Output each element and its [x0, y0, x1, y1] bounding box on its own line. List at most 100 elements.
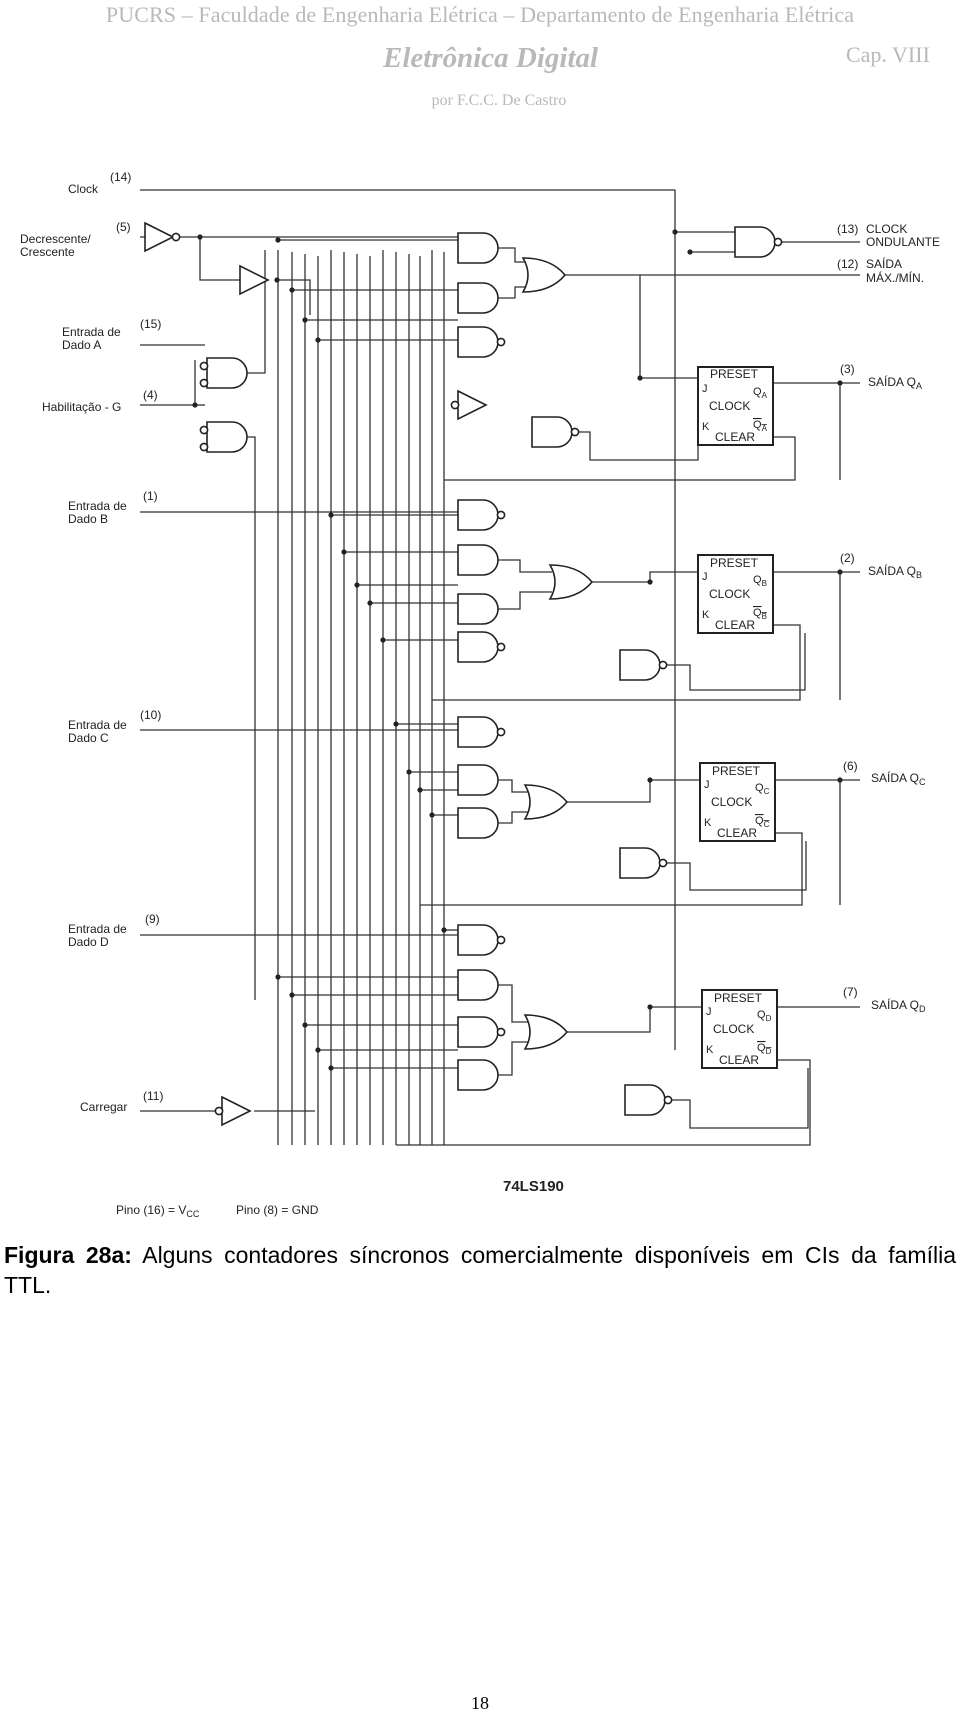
inverter-bubble: [570, 427, 580, 437]
vcc-label: Pino (16) = VCC: [116, 1203, 200, 1219]
chip-label: 74LS190: [503, 1178, 564, 1195]
stage-c-or: [523, 784, 569, 820]
ripple-label-line2: ONDULANTE: [866, 235, 940, 249]
svg-text:K: K: [702, 421, 710, 433]
counter-schematic: Clock (14) Decrescente/ Crescente (5) En…: [20, 170, 940, 1219]
wire: [565, 274, 698, 379]
svg-text:PRESET: PRESET: [710, 367, 759, 381]
enable-and-gate-2: [206, 421, 248, 453]
svg-text:K: K: [702, 609, 710, 621]
data-a-label-line1: Entrada de: [62, 325, 121, 339]
inverter-bubble: [658, 858, 668, 868]
svg-text:CLOCK: CLOCK: [709, 399, 750, 413]
svg-text:PRESET: PRESET: [710, 556, 759, 570]
svg-text:J: J: [704, 779, 710, 791]
stage-b-nand: [619, 649, 661, 681]
wire: [664, 841, 807, 891]
svg-text:J: J: [702, 571, 708, 583]
junction-dot: [315, 337, 321, 343]
ripple-pin: (13): [837, 222, 858, 236]
data-b-pin: (1): [143, 489, 158, 503]
stage-a-and-3: [457, 326, 499, 358]
junction-dot: [647, 1004, 653, 1010]
wire: [498, 591, 552, 610]
header-course-title: Eletrônica Digital: [383, 42, 599, 74]
data-c-pin: (10): [140, 708, 161, 722]
stage-d-or: [523, 1014, 569, 1050]
stage-d-nand: [624, 1084, 666, 1116]
inverter-bubble: [496, 510, 506, 520]
svg-text:CLOCK: CLOCK: [711, 795, 752, 809]
updown-label-line2: Crescente: [20, 245, 75, 259]
qb-label: SAÍDA QB: [868, 563, 922, 580]
clock-pin: (14): [110, 170, 131, 184]
stage-a-and-1: [457, 232, 499, 264]
stage-d-and-3: [457, 1016, 499, 1048]
junction-dot: [275, 974, 281, 980]
flip-flop-c: PRESET J QC CLOCK K QC CLEAR: [699, 762, 776, 842]
wire: [498, 247, 527, 263]
junction-dot: [647, 579, 653, 585]
data-a-pin: (15): [140, 317, 161, 331]
wire: [567, 779, 700, 803]
inverter-bubble: [496, 935, 506, 945]
stage-a-or: [521, 257, 567, 293]
svg-text:CLOCK: CLOCK: [713, 1022, 754, 1036]
enable-label: Habilitação - G: [42, 400, 121, 414]
svg-text:J: J: [702, 383, 708, 395]
svg-text:QB: QB: [753, 574, 767, 588]
flip-flop-a: PRESET J QA CLOCK K QA CLEAR: [697, 366, 774, 446]
wire: [247, 250, 266, 374]
svg-text:QA: QA: [753, 419, 768, 433]
stage-d-and-2: [457, 969, 499, 1001]
inverter-bubble: [658, 660, 668, 670]
maxmin-label-line1: SAÍDA: [866, 256, 902, 271]
header-author: por F.C.C. De Castro: [431, 92, 567, 109]
inverter-bubble: [199, 425, 209, 435]
inverter-bubble: [663, 1095, 673, 1105]
data-d-pin: (9): [145, 912, 160, 926]
data-c-label-line2: Dado C: [68, 731, 109, 745]
load-pin: (11): [143, 1089, 163, 1103]
wire: [669, 1068, 809, 1129]
inverter-bubble: [199, 442, 209, 452]
figure-caption: Figura 28a: Alguns contadores síncronos …: [4, 1240, 956, 1300]
data-b-label-line1: Entrada de: [68, 499, 127, 513]
load-label: Carregar: [80, 1100, 127, 1114]
stage-b-and-1: [457, 499, 499, 531]
gnd-label: Pino (8) = GND: [236, 1203, 319, 1217]
svg-text:QB: QB: [753, 607, 767, 621]
wire: [432, 624, 801, 701]
header-institution: PUCRS – Faculdade de Engenharia Elétrica…: [105, 2, 855, 27]
stage-c-and-1: [457, 716, 499, 748]
inverter-bubble: [214, 1106, 224, 1116]
junction-dot: [367, 600, 373, 606]
inverter-bubble: [496, 642, 506, 652]
caption-label: Figura 28a:: [4, 1242, 132, 1268]
inverter-bubble: [450, 400, 460, 410]
stage-a-and-2: [457, 282, 499, 314]
junction-dot: [341, 549, 347, 555]
junction-dot: [393, 721, 399, 727]
junction-dot: [328, 1065, 334, 1071]
enable-and-gate-1: [206, 357, 248, 389]
flip-flop-d: PRESET J QD CLOCK K QD CLEAR: [701, 989, 778, 1069]
wire: [498, 779, 528, 793]
qd-label: SAÍDA QD: [871, 997, 926, 1014]
wire: [498, 559, 552, 573]
junction-dot: [647, 777, 653, 783]
data-d-label-line2: Dado D: [68, 935, 109, 949]
qc-label: SAÍDA QC: [871, 770, 926, 787]
svg-text:CLOCK: CLOCK: [709, 587, 750, 601]
data-d-label-line1: Entrada de: [68, 922, 127, 936]
page-number: 18: [471, 1693, 489, 1713]
junction-dot: [417, 787, 423, 793]
junction-dot: [354, 582, 360, 588]
junction-dot: [289, 287, 295, 293]
junction-dot: [289, 992, 295, 998]
wire: [277, 279, 311, 315]
svg-text:QD: QD: [757, 1009, 772, 1023]
svg-text:K: K: [706, 1044, 714, 1056]
svg-text:J: J: [706, 1006, 712, 1018]
inverter-bubble: [171, 232, 181, 242]
